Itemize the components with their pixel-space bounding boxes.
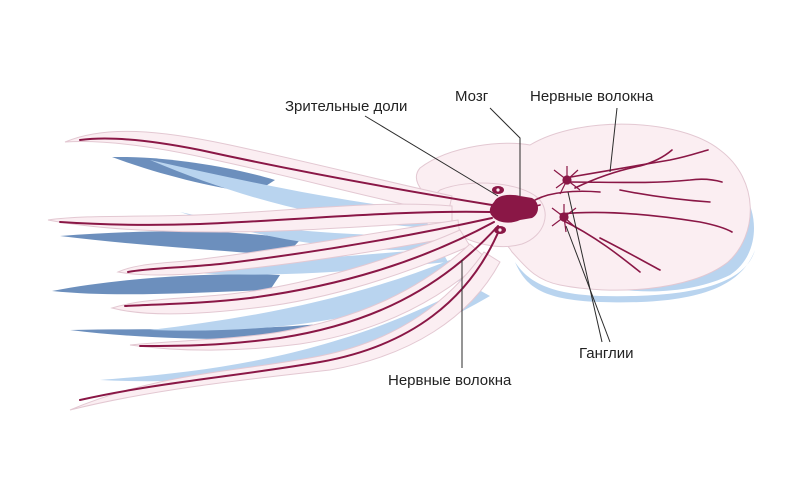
- leader-optic-lobes: [364, 115, 499, 197]
- arm-nerve-2: [59, 210, 491, 226]
- mantle-nerve-fibers: [528, 149, 733, 273]
- label-nerve-fibers-bottom: Нервные волокна: [388, 372, 512, 389]
- mantle-nerve-8: [599, 237, 661, 271]
- leader-brain: [489, 107, 521, 196]
- leader-lines: [364, 107, 618, 368]
- arm-nerve-3: [127, 217, 493, 273]
- label-optic-lobes: Зрительные доли: [285, 98, 407, 115]
- label-nerve-fibers-top: Нервные волокна: [530, 88, 654, 105]
- arm-nerve-6: [79, 227, 501, 401]
- arm-nerve-1: [79, 137, 493, 206]
- brain-shape: [489, 194, 538, 223]
- mantle-nerve-5: [574, 149, 673, 189]
- ganglion-upper: [553, 166, 581, 195]
- leader-nerve-fibers-top: [609, 107, 618, 173]
- arm-1: [64, 130, 453, 215]
- mantle-nerve-2: [567, 178, 723, 184]
- arm-3: [116, 219, 461, 276]
- leader-ganglia-2: [565, 225, 611, 343]
- ganglion-lower: [551, 204, 577, 233]
- optic-lobes: [492, 186, 506, 234]
- back-tentacle-3: [52, 274, 280, 295]
- mantle-nerve-6: [619, 189, 711, 203]
- arm-2: [47, 203, 453, 233]
- arm-6: [69, 251, 501, 411]
- leader-ganglia-1: [567, 191, 603, 343]
- arm-nerve-fibers: [59, 137, 501, 401]
- mantle-nerve-4: [561, 219, 641, 273]
- brain: [489, 194, 538, 223]
- label-brain: Мозг: [455, 88, 489, 105]
- mantle-nerve-1: [564, 149, 709, 179]
- mantle-nerve-3: [559, 211, 733, 233]
- arm-5: [129, 243, 487, 351]
- arm-nerve-5: [139, 225, 499, 347]
- arm-nerve-4: [124, 221, 495, 307]
- label-ganglia: Ганглии: [579, 345, 634, 362]
- back-tentacle-2: [60, 231, 300, 256]
